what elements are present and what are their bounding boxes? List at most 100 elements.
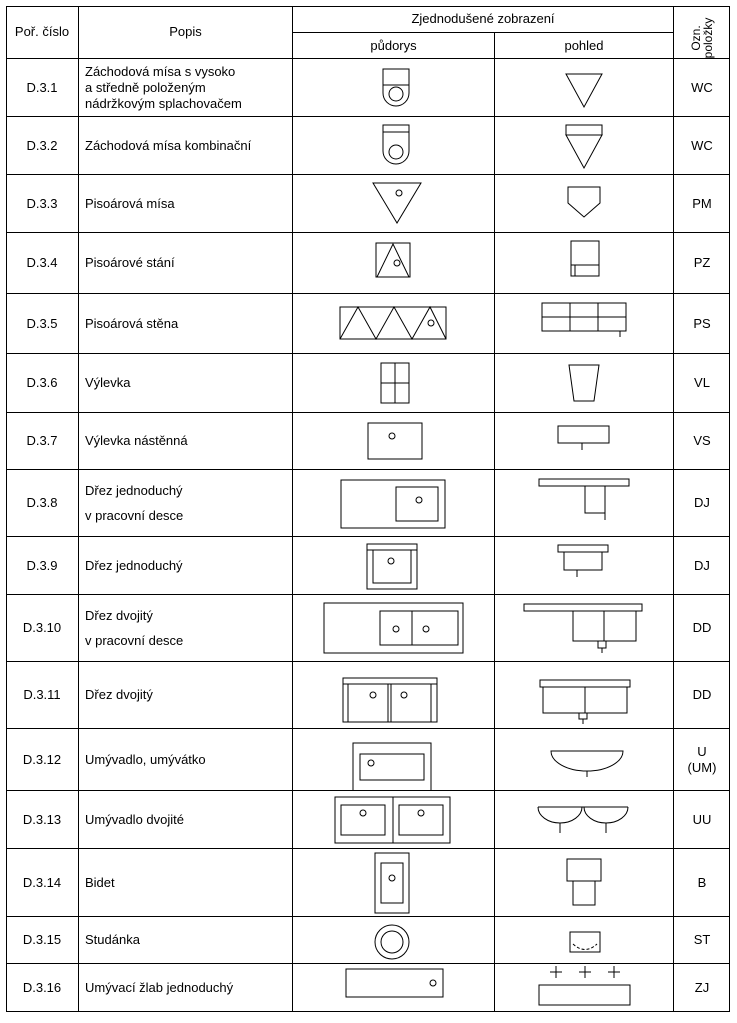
- row-code-line: PS: [693, 315, 711, 331]
- row-code-line: ST: [693, 932, 711, 947]
- row-description: Výlevka: [79, 354, 292, 412]
- row-description: Umývací žlab jednoduchý: [79, 964, 292, 1011]
- row-number: D.3.8: [26, 495, 58, 510]
- view-symbol: [495, 117, 673, 174]
- row-description: Záchodová mísa kombinační: [79, 117, 292, 174]
- row-code-line: WC: [691, 79, 713, 95]
- row-number: D.3.2: [26, 137, 58, 153]
- row-code: DD: [674, 662, 730, 728]
- row-description-line: Studánka: [85, 932, 140, 947]
- row-code: B: [674, 849, 730, 916]
- row-description: Výlevka nástěnná: [79, 413, 292, 469]
- view-symbol: [495, 964, 673, 1011]
- row-code-line: (UM): [687, 759, 717, 775]
- row-description: Umývadlo dvojité: [79, 791, 292, 848]
- header-view: pohled: [564, 37, 604, 53]
- row-code-line: UU: [692, 811, 712, 827]
- row-number: D.3.4: [26, 255, 58, 270]
- row-code-line: WC: [691, 137, 713, 153]
- row-code: U(UM): [674, 729, 730, 790]
- plan-symbol: [293, 59, 494, 116]
- row-code-line: U: [697, 743, 707, 759]
- plan-symbol: [293, 729, 494, 790]
- row-code-line: DJ: [694, 557, 710, 573]
- header-number: Poř. číslo: [14, 24, 70, 39]
- row-code-line: VL: [694, 375, 710, 390]
- row-code: VS: [674, 413, 730, 469]
- row-number: D.3.3: [26, 195, 58, 211]
- row-code: WC: [674, 59, 730, 116]
- plan-symbol: [293, 294, 494, 353]
- plan-symbol: [293, 595, 494, 661]
- row-description-line: Umývací žlab jednoduchý: [85, 979, 234, 995]
- view-symbol: [495, 537, 673, 594]
- plan-symbol: [293, 849, 494, 916]
- row-code-line: ZJ: [694, 979, 710, 995]
- row-description: Bidet: [79, 849, 292, 916]
- row-description-line: Pisoárová mísa: [85, 195, 175, 211]
- row-description-line: Pisoárové stání: [85, 255, 175, 270]
- row-description: Umývadlo, umývátko: [79, 729, 292, 790]
- row-number: D.3.7: [26, 433, 58, 448]
- row-code: ST: [674, 917, 730, 963]
- view-symbol: [495, 729, 673, 790]
- view-symbol: [495, 59, 673, 116]
- row-description-line: Pisoárová stěna: [85, 315, 179, 331]
- plan-symbol: [293, 537, 494, 594]
- row-number: D.3.5: [26, 315, 58, 331]
- row-description-line: Výlevka nástěnná: [85, 433, 188, 448]
- row-description-line: Dřez jednoduchý: [85, 557, 183, 573]
- row-code-line: VS: [693, 433, 711, 448]
- plan-symbol: [293, 233, 494, 293]
- row-number: D.3.15: [22, 932, 62, 947]
- row-code-line: PM: [692, 195, 712, 211]
- row-code: UU: [674, 791, 730, 848]
- row-code: VL: [674, 354, 730, 412]
- row-code: DD: [674, 595, 730, 661]
- row-description-line: v pracovní desce: [85, 508, 184, 523]
- row-number: D.3.10: [22, 620, 62, 635]
- plan-symbol: [293, 470, 494, 536]
- row-description-line: Záchodová mísa kombinační: [85, 137, 252, 153]
- header-code: Ozn. položky: [689, 14, 715, 62]
- header-description: Popis: [169, 24, 202, 39]
- view-symbol: [495, 470, 673, 536]
- plan-symbol: [293, 662, 494, 728]
- row-description-line: Záchodová mísa s vysoko: [85, 63, 236, 79]
- row-description-line: Umývadlo dvojité: [85, 811, 184, 827]
- row-description-line: Dřez dvojitý: [85, 608, 153, 623]
- row-number: D.3.13: [22, 811, 62, 827]
- row-description: Dřez dvojitý v pracovní desce: [79, 595, 292, 661]
- view-symbol: [495, 791, 673, 848]
- plan-symbol: [293, 964, 494, 1011]
- view-symbol: [495, 917, 673, 963]
- plan-symbol: [293, 175, 494, 232]
- row-description: Pisoárová mísa: [79, 175, 292, 232]
- row-code: PS: [674, 294, 730, 353]
- row-description: Dřez jednoduchý: [79, 537, 292, 594]
- view-symbol: [495, 354, 673, 412]
- row-description-line: a středně položeným: [85, 79, 206, 95]
- row-number: D.3.12: [22, 751, 62, 767]
- header-code-line2: položky: [701, 17, 715, 59]
- row-code-line: DJ: [694, 495, 710, 510]
- row-number: D.3.6: [26, 375, 58, 390]
- row-number: D.3.1: [26, 79, 58, 95]
- row-number: D.3.9: [26, 557, 58, 573]
- plan-symbol: [293, 354, 494, 412]
- row-code-line: DD: [692, 687, 712, 702]
- plan-symbol: [293, 413, 494, 469]
- plan-symbol: [293, 117, 494, 174]
- header-plan: půdorys: [370, 37, 417, 53]
- row-code-line: B: [697, 874, 707, 890]
- view-symbol: [495, 849, 673, 916]
- row-description: Pisoárová stěna: [79, 294, 292, 353]
- row-description-line: Umývadlo, umývátko: [85, 751, 206, 767]
- row-code: DJ: [674, 470, 730, 536]
- row-description: Pisoárové stání: [79, 233, 292, 293]
- row-description: Dřez dvojitý: [79, 662, 292, 728]
- row-description-line: v pracovní desce: [85, 633, 184, 648]
- row-description-line: Dřez jednoduchý: [85, 483, 183, 498]
- row-description-line: Výlevka: [85, 375, 131, 390]
